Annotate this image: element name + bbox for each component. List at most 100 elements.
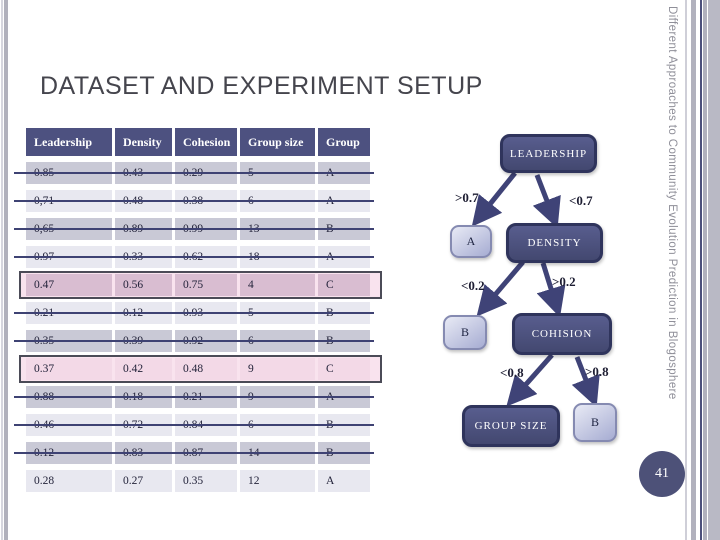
table-cell: 0.21 — [26, 302, 112, 324]
table-row-highlighted: 0.37 0.42 0.48 9 C — [19, 355, 382, 383]
table-cell: 0.84 — [175, 414, 237, 436]
table-cell: C — [318, 358, 370, 380]
table-row: 0.12 0.83 0.87 14 B — [14, 442, 374, 464]
table-cell: 6 — [240, 190, 315, 212]
table-cell: 0.62 — [175, 246, 237, 268]
slide-number: 41 — [655, 466, 669, 481]
table-cell: 0.43 — [115, 162, 172, 184]
table-cell: 0.48 — [115, 190, 172, 212]
tree-edge-label: >0.7 — [455, 190, 479, 205]
table-row-highlighted: 0.47 0.56 0.75 4 C — [19, 271, 382, 299]
table-header-row: Leadership Density Cohesion Group size G… — [26, 128, 370, 156]
table-row: 0.88 0.18 0.21 9 A — [14, 386, 374, 408]
tree-leaf-a: A — [450, 225, 492, 258]
column-header: Cohesion — [175, 128, 237, 156]
table-cell: 0.97 — [26, 246, 112, 268]
column-header: Density — [115, 128, 172, 156]
table-cell: 12 — [240, 470, 315, 492]
tree-node-cohision: COHISION — [512, 313, 612, 355]
table-cell: 0.42 — [115, 358, 172, 380]
table-cell: 0.39 — [115, 330, 172, 352]
deck-title-vertical: Different Approaches to Community Evolut… — [666, 6, 678, 400]
table-row: 0.85 0.43 0.29 5 A — [14, 162, 374, 184]
table-cell: B — [318, 302, 370, 324]
table-cell: 0.89 — [115, 218, 172, 240]
table-cell: 0.18 — [115, 386, 172, 408]
tree-edge-label: >0.8 — [585, 364, 609, 379]
page-title: DATASET AND EXPERIMENT SETUP — [40, 72, 483, 100]
tree-node-leadership: LEADERSHIP — [500, 134, 597, 173]
table-cell: 5 — [240, 162, 315, 184]
table-cell: B — [318, 414, 370, 436]
table-cell: 0.83 — [115, 442, 172, 464]
tree-leaf-b: B — [573, 403, 617, 442]
table-row: 0,71 0.48 0.38 6 A — [14, 190, 374, 212]
dataset-table: Leadership Density Cohesion Group size G… — [14, 128, 382, 498]
table-row: 0.21 0.12 0.93 5 B — [14, 302, 374, 324]
left-edge-stripe — [4, 0, 8, 540]
table-cell: A — [318, 246, 370, 268]
table-cell: 0.33 — [115, 246, 172, 268]
column-header: Group size — [240, 128, 315, 156]
table-cell: 13 — [240, 218, 315, 240]
right-edge-stripe — [703, 0, 707, 540]
table-cell: 0.46 — [26, 414, 112, 436]
table-cell: 14 — [240, 442, 315, 464]
right-edge-stripe — [691, 0, 696, 540]
table-cell: 0.48 — [175, 358, 237, 380]
table-cell: 0.29 — [175, 162, 237, 184]
tree-leaf-b: B — [443, 315, 487, 350]
table-cell: A — [318, 162, 370, 184]
table-row: 0.97 0.33 0.62 18 A — [14, 246, 374, 268]
table-cell: 0.56 — [115, 274, 172, 296]
table-cell: 0.47 — [26, 274, 112, 296]
table-cell: C — [318, 274, 370, 296]
table-cell: 0.37 — [26, 358, 112, 380]
table-cell: 0.75 — [175, 274, 237, 296]
table-cell: 9 — [240, 358, 315, 380]
column-header: Group — [318, 128, 370, 156]
tree-node-density: DENSITY — [506, 223, 603, 263]
table-cell: 0.88 — [26, 386, 112, 408]
table-body: 0.85 0.43 0.29 5 A 0,71 0.48 0.38 6 A 0,… — [14, 162, 382, 492]
table-cell: 0.92 — [175, 330, 237, 352]
table-cell: 0.21 — [175, 386, 237, 408]
table-cell: 0.87 — [175, 442, 237, 464]
table-cell: 9 — [240, 386, 315, 408]
right-edge-stripe — [700, 0, 702, 540]
table-cell: 0.93 — [175, 302, 237, 324]
table-row: 0.35 0.39 0.92 6 B — [14, 330, 374, 352]
right-edge-stripe — [708, 0, 720, 540]
table-cell: B — [318, 218, 370, 240]
table-cell: 0.38 — [175, 190, 237, 212]
table-cell: 0.35 — [175, 470, 237, 492]
table-cell: 4 — [240, 274, 315, 296]
table-cell: 5 — [240, 302, 315, 324]
tree-edge-label: <0.8 — [500, 365, 524, 380]
table-cell: A — [318, 190, 370, 212]
tree-edge-label: <0.7 — [569, 193, 593, 208]
table-row: 0.28 0.27 0.35 12 A — [26, 470, 370, 492]
table-cell: 0.35 — [26, 330, 112, 352]
tree-node-group-size: GROUP SIZE — [462, 405, 560, 447]
left-edge-stripe — [1, 0, 3, 540]
table-cell: A — [318, 470, 370, 492]
tree-edge-label: <0.2 — [461, 278, 485, 293]
table-cell: B — [318, 330, 370, 352]
table-cell: B — [318, 442, 370, 464]
table-cell: 0.85 — [26, 162, 112, 184]
table-cell: 0,71 — [26, 190, 112, 212]
table-row: 0,65 0.89 0.99 13 B — [14, 218, 374, 240]
table-cell: 0.12 — [115, 302, 172, 324]
column-header: Leadership — [26, 128, 112, 156]
right-edge-stripe — [685, 0, 687, 540]
table-cell: 0.12 — [26, 442, 112, 464]
tree-edge-label: >0.2 — [552, 274, 576, 289]
table-cell: 18 — [240, 246, 315, 268]
table-row: 0.46 0.72 0.84 6 B — [14, 414, 374, 436]
table-cell: 0,65 — [26, 218, 112, 240]
table-cell: 0.72 — [115, 414, 172, 436]
table-cell: A — [318, 386, 370, 408]
slide-number-badge: 41 — [639, 451, 685, 497]
